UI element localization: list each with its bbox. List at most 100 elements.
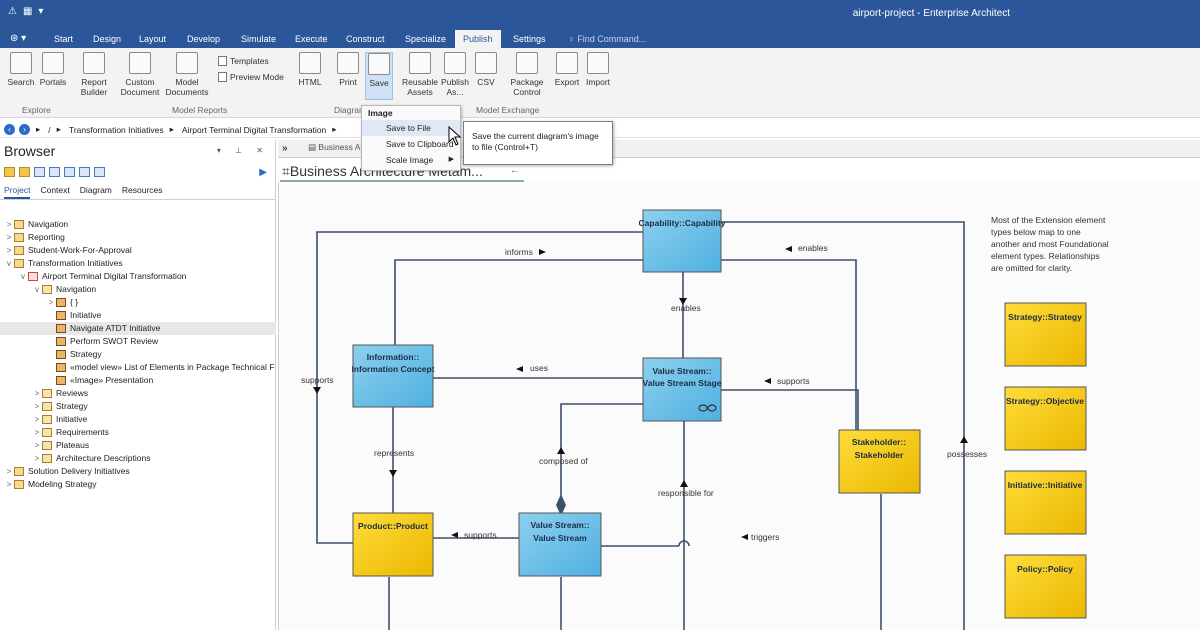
chevron-right-icon[interactable]: > bbox=[34, 454, 40, 463]
ribbon-icon[interactable]: ▦ bbox=[22, 6, 33, 17]
new-diagram-icon[interactable] bbox=[34, 167, 45, 177]
node-initiative[interactable] bbox=[1004, 470, 1087, 535]
chevron-right-icon[interactable]: > bbox=[48, 298, 54, 307]
back-icon[interactable]: ‹ bbox=[4, 124, 15, 135]
move-up-icon[interactable] bbox=[49, 167, 60, 177]
new-folder-icon[interactable] bbox=[19, 167, 30, 177]
portals-button[interactable]: Portals bbox=[37, 52, 69, 87]
node-product[interactable] bbox=[352, 512, 434, 577]
tab-specialize[interactable]: Specialize bbox=[405, 34, 447, 44]
publish-as-button[interactable]: Publish As... bbox=[440, 52, 470, 97]
chevron-down-icon[interactable]: v bbox=[21, 272, 25, 281]
double-chevron-icon[interactable]: » bbox=[282, 143, 288, 154]
package-control-button[interactable]: Package Control bbox=[508, 52, 546, 97]
tree-item[interactable]: >Student-Work-For-Approval bbox=[0, 244, 276, 257]
diagram-tab[interactable]: ▤ Business A bbox=[308, 142, 360, 153]
lock-icon[interactable] bbox=[79, 167, 90, 177]
menu-item-scale-image[interactable]: Scale Image▶ bbox=[362, 152, 460, 168]
menu-icon[interactable] bbox=[94, 167, 105, 177]
chevron-right-icon[interactable]: > bbox=[6, 233, 12, 242]
save-button[interactable]: Save bbox=[365, 52, 393, 100]
chevron-right-icon[interactable]: > bbox=[34, 428, 40, 437]
tab-settings[interactable]: Settings bbox=[513, 34, 546, 44]
menu-item-save-to-clipboard[interactable]: Save to Clipboard bbox=[386, 139, 454, 149]
tree-item[interactable]: «model view» List of Elements in Package… bbox=[0, 361, 276, 374]
node-information-concept[interactable] bbox=[352, 344, 434, 408]
chevron-right-icon[interactable]: > bbox=[34, 389, 40, 398]
app-menu-button[interactable]: ⊛ ▾ bbox=[10, 33, 27, 44]
chevron-down-icon[interactable]: v bbox=[7, 259, 11, 268]
csv-button[interactable]: CSV bbox=[474, 52, 498, 87]
tree-item[interactable]: >Solution Delivery Initiatives bbox=[0, 465, 276, 478]
tab-publish[interactable]: Publish bbox=[455, 30, 501, 48]
tab-construct[interactable]: Construct bbox=[346, 34, 385, 44]
import-button[interactable]: Import bbox=[582, 52, 614, 87]
tree-item[interactable]: >{ } bbox=[0, 296, 276, 309]
root-crumb[interactable]: / bbox=[48, 124, 51, 135]
tree-item[interactable]: >Architecture Descriptions bbox=[0, 452, 276, 465]
node-policy[interactable] bbox=[1004, 554, 1087, 619]
tree-item[interactable]: >Strategy bbox=[0, 400, 276, 413]
tree-item[interactable]: Strategy bbox=[0, 348, 276, 361]
tab-diagram[interactable]: Diagram bbox=[79, 185, 112, 195]
chevron-right-icon[interactable]: > bbox=[34, 415, 40, 424]
html-button[interactable]: HTML bbox=[295, 52, 325, 87]
tree-item[interactable]: Initiative bbox=[0, 309, 276, 322]
tab-simulate[interactable]: Simulate bbox=[241, 34, 277, 44]
chevron-right-icon[interactable]: > bbox=[34, 402, 40, 411]
dropdown-icon[interactable]: ▾ bbox=[38, 6, 44, 17]
play-icon[interactable]: ▶ bbox=[259, 166, 267, 178]
panel-controls[interactable]: ▾ ⊥ ✕ bbox=[216, 146, 269, 155]
breadcrumb-item[interactable]: Transformation Initiatives bbox=[68, 124, 164, 135]
tree-item[interactable]: >Navigation bbox=[0, 218, 276, 231]
node-value-stream[interactable] bbox=[518, 512, 602, 577]
node-strategy[interactable] bbox=[1004, 302, 1087, 367]
print-button[interactable]: Print bbox=[334, 52, 362, 87]
new-package-icon[interactable] bbox=[4, 167, 15, 177]
tree-item[interactable]: >Reviews bbox=[0, 387, 276, 400]
tree-item[interactable]: >Plateaus bbox=[0, 439, 276, 452]
tree-item[interactable]: Navigate ATDT Initiative bbox=[0, 322, 276, 335]
tab-layout[interactable]: Layout bbox=[139, 34, 167, 44]
breadcrumb-item[interactable]: Airport Terminal Digital Transformation bbox=[181, 124, 327, 135]
back-arrow-icon[interactable]: ← bbox=[510, 165, 520, 176]
chevron-right-icon[interactable]: > bbox=[6, 480, 12, 489]
custom-document-button[interactable]: Custom Document bbox=[118, 52, 162, 97]
preview-mode-button[interactable]: Preview Mode bbox=[218, 72, 284, 82]
chevron-right-icon[interactable]: > bbox=[34, 441, 40, 450]
menu-item-save-to-file[interactable]: Save to File bbox=[362, 120, 460, 136]
tab-resources[interactable]: Resources bbox=[121, 185, 163, 195]
chevron-right-icon[interactable]: > bbox=[6, 246, 12, 255]
model-documents-button[interactable]: Model Documents bbox=[162, 52, 212, 97]
tab-context[interactable]: Context bbox=[40, 185, 70, 195]
chevron-down-icon[interactable]: v bbox=[35, 285, 39, 294]
tab-develop[interactable]: Develop bbox=[187, 34, 221, 44]
forward-icon[interactable]: › bbox=[19, 124, 30, 135]
chevron-right-icon[interactable]: > bbox=[6, 467, 12, 476]
node-capability[interactable] bbox=[642, 209, 722, 273]
tab-execute[interactable]: Execute bbox=[295, 34, 328, 44]
find-command[interactable]: ♀ Find Command... bbox=[568, 34, 647, 44]
node-stakeholder[interactable] bbox=[838, 429, 921, 494]
diagram-canvas[interactable]: Capability::Capability Information:: Inf… bbox=[278, 182, 1200, 630]
templates-button[interactable]: Templates bbox=[218, 56, 269, 66]
tree-item[interactable]: >Reporting bbox=[0, 231, 276, 244]
tab-design[interactable]: Design bbox=[93, 34, 122, 44]
move-down-icon[interactable] bbox=[64, 167, 75, 177]
node-objective[interactable] bbox=[1004, 386, 1087, 451]
tab-project[interactable]: Project bbox=[4, 182, 31, 199]
report-builder-button[interactable]: Report Builder bbox=[76, 52, 112, 97]
reusable-assets-button[interactable]: Reusable Assets bbox=[402, 52, 438, 97]
tab-start[interactable]: Start bbox=[54, 34, 74, 44]
tree-item[interactable]: Perform SWOT Review bbox=[0, 335, 276, 348]
search-button[interactable]: Search bbox=[6, 52, 36, 87]
tree-item[interactable]: >Requirements bbox=[0, 426, 276, 439]
tree-item[interactable]: >Modeling Strategy bbox=[0, 478, 276, 491]
tree-item[interactable]: >Initiative bbox=[0, 413, 276, 426]
chevron-right-icon[interactable]: > bbox=[6, 220, 12, 229]
user-icon[interactable]: ⚠ bbox=[8, 6, 17, 17]
node-value-stream-stage[interactable] bbox=[642, 357, 722, 422]
